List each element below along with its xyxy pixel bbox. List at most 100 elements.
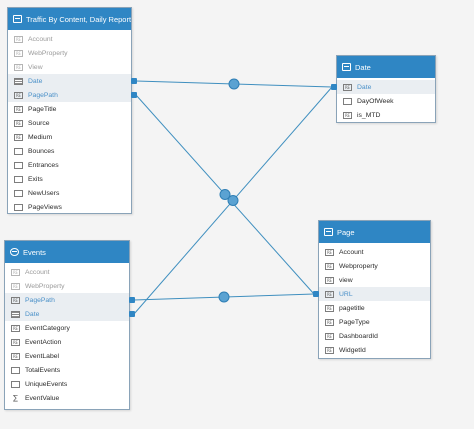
connector-handle[interactable] [131, 92, 137, 98]
field-label: DayOfWeek [357, 97, 394, 105]
field-label: Account [25, 268, 50, 276]
field-row[interactable]: Bounces [8, 144, 131, 158]
number-field-icon [343, 97, 352, 105]
number-field-icon [14, 147, 23, 155]
field-row[interactable]: Date [5, 307, 129, 321]
table-title: Events [23, 247, 46, 257]
field-row[interactable]: Date [8, 74, 131, 88]
field-label: PageViews [28, 203, 62, 211]
connector-handle[interactable] [129, 311, 135, 317]
field-label: WebProperty [28, 49, 68, 57]
text-field-icon: RE [325, 248, 334, 256]
field-label: Source [28, 119, 50, 127]
connector-handle[interactable] [129, 297, 135, 303]
number-field-icon [14, 175, 23, 183]
table-header[interactable]: Events [5, 241, 129, 263]
field-label: DashboardId [339, 332, 378, 340]
connector-handle[interactable] [313, 291, 319, 297]
field-label: is_MTD [357, 111, 381, 119]
field-row[interactable]: RE EventLabel [5, 349, 129, 363]
table-icon [13, 15, 22, 23]
field-label: Account [339, 248, 364, 256]
text-field-icon: RE [14, 49, 23, 57]
field-row[interactable]: TotalEvents [5, 363, 129, 377]
field-row[interactable]: DayOfWeek [337, 94, 435, 108]
field-label: PageType [339, 318, 370, 326]
field-label: View [28, 63, 43, 71]
events-icon [10, 248, 19, 256]
text-field-icon: RE [325, 262, 334, 270]
relationship-junction[interactable] [227, 195, 239, 206]
table-title: Page [337, 227, 355, 237]
field-row[interactable]: UniqueEvents [5, 377, 129, 391]
text-field-icon: RE [325, 304, 334, 312]
text-field-icon: RE [343, 83, 352, 91]
text-field-icon: RE [14, 91, 23, 99]
field-label: EventLabel [25, 352, 60, 360]
field-label: PageTitle [28, 105, 57, 113]
field-row[interactable]: RE Date [337, 80, 435, 94]
text-field-icon: RE [14, 133, 23, 141]
table-title: Traffic By Content, Daily Report [26, 14, 131, 24]
number-field-icon [11, 366, 20, 374]
field-row[interactable]: RE is_MTD [337, 108, 435, 122]
field-label: Medium [28, 133, 53, 141]
text-field-icon: RE [11, 268, 20, 276]
date-field-icon [11, 310, 20, 318]
connector-handle[interactable] [331, 84, 337, 90]
field-row[interactable]: NewUsers [8, 186, 131, 200]
table-header[interactable]: Page [319, 221, 430, 243]
field-row[interactable]: Exits [8, 172, 131, 186]
field-row[interactable]: RE Account [319, 245, 430, 259]
text-field-icon: RE [14, 105, 23, 113]
field-row[interactable]: ∑EventValue [5, 391, 129, 405]
connector-handle[interactable] [131, 78, 137, 84]
relationship-junction[interactable] [218, 291, 230, 303]
field-label: PagePath [25, 296, 55, 304]
field-row[interactable]: RE Account [5, 265, 129, 279]
number-field-icon [14, 203, 23, 211]
field-label: EventAction [25, 338, 62, 346]
field-label: Date [357, 83, 372, 91]
field-row[interactable]: PageViews [8, 200, 131, 214]
text-field-icon: RE [11, 282, 20, 290]
table-header[interactable]: Date [337, 56, 435, 78]
table-header[interactable]: Traffic By Content, Daily Report [8, 8, 131, 30]
text-field-icon: RE [343, 111, 352, 119]
field-row[interactable]: Entrances [8, 158, 131, 172]
text-field-icon: RE [11, 352, 20, 360]
field-row[interactable]: RE WebProperty [8, 46, 131, 60]
field-label: URL [339, 290, 353, 298]
field-row[interactable]: RE Medium [8, 130, 131, 144]
field-label: EventValue [25, 394, 60, 402]
relationship-junction[interactable] [228, 78, 240, 90]
field-label: Bounces [28, 147, 55, 155]
field-row[interactable]: RE PageTitle [8, 102, 131, 116]
field-label: Exits [28, 175, 43, 183]
text-field-icon: RE [325, 276, 334, 284]
relationship-junction[interactable] [219, 189, 231, 200]
table-icon [342, 63, 351, 71]
